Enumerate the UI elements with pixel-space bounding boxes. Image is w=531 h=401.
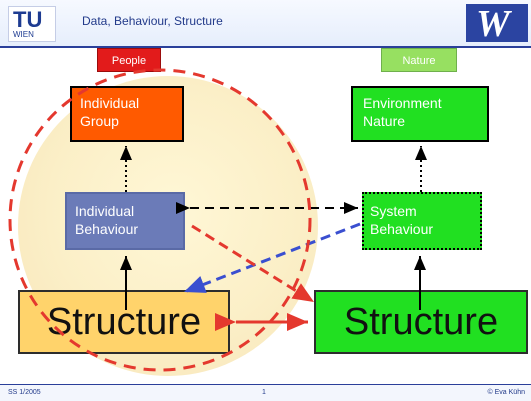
box-line: Group — [80, 113, 119, 129]
box-line: System — [370, 203, 417, 219]
box-system-behaviour: System Behaviour — [362, 192, 482, 250]
box-line: Individual — [75, 203, 135, 219]
box-line: Environment — [363, 95, 442, 111]
header-bar: TU WIEN Data, Behaviour, Structure W — [0, 0, 531, 48]
box-line: Nature — [363, 113, 406, 129]
page-number: 1 — [262, 389, 266, 396]
footer-right: © Eva Kühn — [487, 389, 525, 396]
people-boundary — [8, 68, 312, 372]
box-individual-behaviour: Individual Behaviour — [65, 192, 185, 250]
box-environment-nature: Environment Nature — [351, 86, 489, 142]
box-individual-group: Individual Group — [70, 86, 184, 142]
tu-logo-text: TU — [13, 7, 43, 32]
box-line: Behaviour — [370, 221, 434, 237]
wien-logo-text: WIEN — [13, 30, 34, 39]
tu-wien-logo: TU WIEN — [8, 6, 56, 42]
connector-sb-to-structure — [183, 222, 361, 294]
label-nature: Nature — [381, 48, 457, 72]
connector-ib-to-structure — [191, 224, 315, 304]
footer-bar: SS 1/2005 1 © Eva Kühn — [0, 384, 531, 401]
box-line: Behaviour — [75, 221, 139, 237]
brand-logo: W — [466, 3, 528, 45]
slide-title: Data, Behaviour, Structure — [82, 14, 223, 28]
footer-left: SS 1/2005 — [8, 389, 41, 396]
box-line: Individual — [80, 95, 140, 111]
label-people: People — [97, 48, 161, 72]
box-structure-people: Structure — [18, 290, 230, 354]
